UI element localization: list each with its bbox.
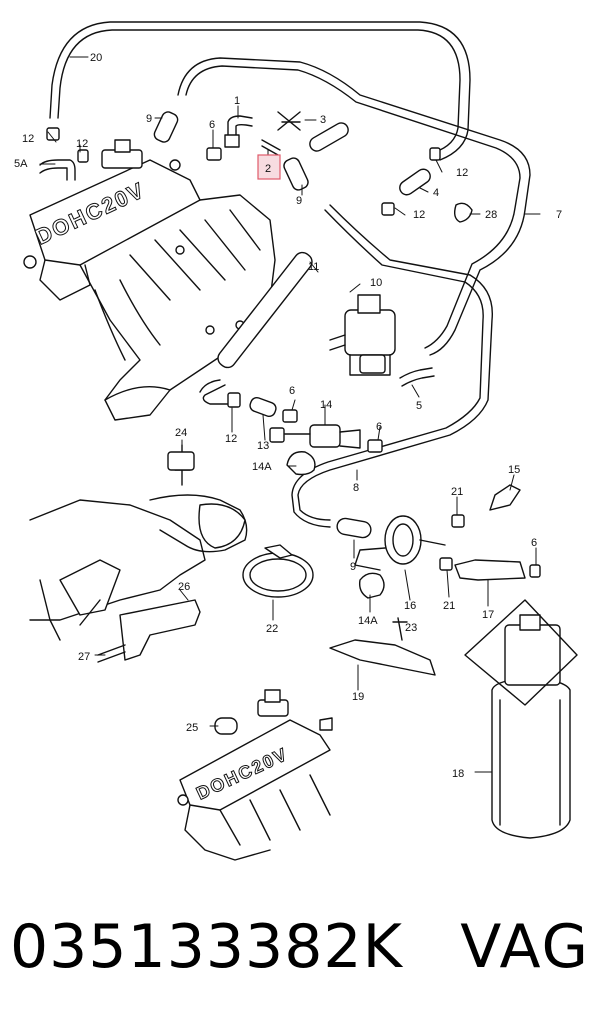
clip-12-c [46,127,60,141]
label-26: 26 [178,581,190,593]
valve-14 [269,424,361,449]
label-5a: 5A [14,158,28,170]
label-12b: 12 [76,138,88,150]
label-21a: 21 [451,486,463,498]
parts-diagram: 20 9 1 3 12 12 6 2 5A 12 4 9 12 28 7 11 … [14,21,578,861]
hose-9-line-b [199,379,221,393]
label-1: 1 [234,95,240,107]
hose-9-upper [153,111,179,143]
label-2: 2 [265,163,271,175]
bolt-27 [97,644,126,663]
label-13: 13 [257,440,269,452]
hose-20-inner [57,29,461,153]
brand-label: VAG [460,912,590,982]
label-12c: 12 [456,167,468,179]
label-23: 23 [405,622,417,634]
label-20: 20 [90,52,102,64]
label-14a: 14A [252,461,272,473]
clip-12-a [429,147,441,161]
hose-15 [489,484,521,511]
label-24: 24 [175,427,187,439]
label-16: 16 [404,600,416,612]
label-4: 4 [433,187,439,199]
label-21b: 21 [443,600,455,612]
label-12e: 12 [225,433,237,445]
label-group: 20 9 1 3 12 12 6 2 5A 12 4 9 12 28 7 11 … [14,52,562,780]
bracket-26 [119,599,201,661]
label-25: 25 [186,722,198,734]
hose-10 [217,251,313,369]
label-15: 15 [508,464,520,476]
clip-12-b [381,202,395,216]
label-18: 18 [452,768,464,780]
charcoal-canister-18 [464,599,578,839]
clip-6-d [529,564,541,578]
hose-9-lower [336,517,372,539]
hose-9-middle [283,157,309,191]
valve-16 [354,515,446,571]
label-9c: 9 [350,561,356,573]
hose-8 [297,204,494,521]
clip-12-e [227,392,241,408]
throttle-housing [29,494,248,641]
label-6d: 6 [531,537,537,549]
elbow-1 [227,115,253,143]
label-12a: 12 [22,133,34,145]
hose-7-inner [185,65,521,349]
label-14a2: 14A [358,615,378,627]
intake-manifold-lower [177,689,333,861]
label-8: 8 [353,482,359,494]
intake-manifold-upper [23,139,276,421]
label-7: 7 [556,209,562,221]
label-6b: 6 [289,385,295,397]
part-number: 035133382K [10,912,403,982]
label-3: 3 [320,114,326,126]
label-28: 28 [485,209,497,221]
hose-5a [39,159,76,181]
hose-7 [177,57,531,356]
screw-23 [392,617,408,641]
label-22: 22 [266,623,278,635]
hose-17 [454,559,526,581]
clip-6-upper [206,147,222,161]
hose-4 [399,168,431,196]
label-19: 19 [352,691,364,703]
tee-3 [277,111,301,131]
hose-8-inner [291,209,484,528]
clip-28 [453,202,473,223]
label-10: 10 [370,277,382,289]
clip-21-b [439,557,453,571]
hose-5 [399,367,435,387]
label-14: 14 [320,399,332,411]
clip-21-a [451,514,465,528]
label-6c: 6 [376,421,382,433]
label-9a: 9 [146,113,152,125]
clamp-14a [286,451,316,476]
clip-12-d [77,149,89,163]
hose-13 [249,396,277,418]
clamp-14a-lower [358,572,385,599]
label-2-highlight: 2 [257,154,281,180]
label-5: 5 [416,400,422,412]
clip-6-b [282,409,298,423]
clamp-22 [242,544,314,598]
hose-4-upper [309,122,349,152]
hose-20 [49,21,471,161]
label-27: 27 [78,651,90,663]
label-9b: 9 [296,195,302,207]
bracket-19 [329,639,436,676]
clip-6-c [367,439,383,453]
valve-upper [329,294,396,376]
label-6a: 6 [209,119,215,131]
hose-9-line [202,384,236,405]
leader-lines [39,56,541,773]
label-11: 11 [308,261,319,273]
label-17: 17 [482,609,494,621]
label-12d: 12 [413,209,425,221]
connector-2 [261,139,281,156]
